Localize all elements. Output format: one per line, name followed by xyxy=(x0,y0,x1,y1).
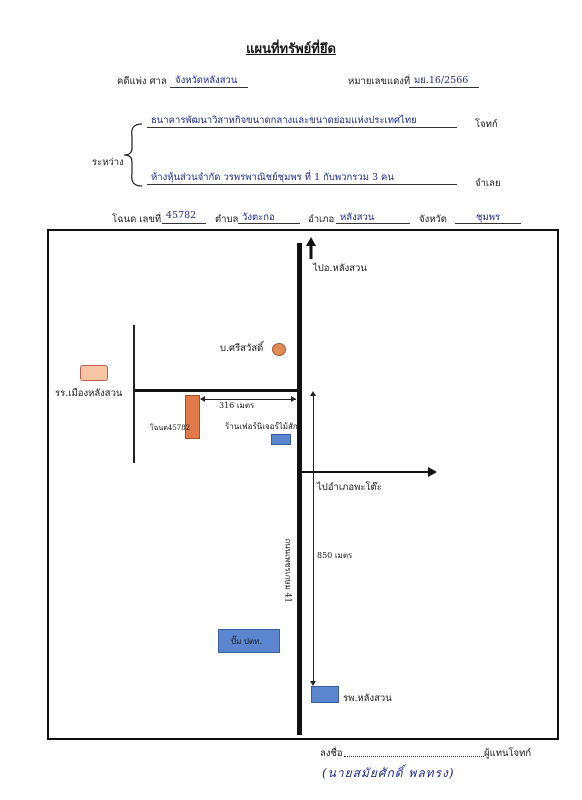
case-no: มย.16/2566 xyxy=(414,75,469,86)
province: ชุมพร xyxy=(476,212,501,223)
village-marker xyxy=(272,343,286,356)
distance-316-arrow-right xyxy=(291,396,296,402)
plaintiff-name: ธนาคารพัฒนาวิสาหกิจขนาดกลางและขนาดย่อมแห… xyxy=(151,115,417,126)
province-underline xyxy=(455,223,521,224)
court-name-underline xyxy=(170,87,248,88)
school-marker xyxy=(80,365,108,381)
deed-label: โฉนด เลขที่ xyxy=(112,214,162,225)
gas-station-marker xyxy=(218,629,280,653)
subdistrict-underline xyxy=(238,223,300,224)
district-underline xyxy=(336,223,410,224)
furniture-shop-marker xyxy=(271,434,291,445)
province-label: จังหวัด xyxy=(419,214,447,225)
village-label: บ.ศรีสวัสดิ์ xyxy=(220,343,264,354)
deed-no-underline xyxy=(162,223,206,224)
case-court-label: คดีแพ่ง ศาล xyxy=(117,76,167,87)
arrow-right-icon xyxy=(428,467,437,477)
hospital-marker xyxy=(311,686,339,703)
side-road-vertical xyxy=(133,325,135,463)
distance-316-arrow-left xyxy=(200,396,205,402)
road-name-label: ถนนเพชรเกษม 41 xyxy=(283,538,293,603)
distance-850-arrow-top xyxy=(310,391,316,396)
district-label: อำเภอ xyxy=(308,214,335,225)
to-pato-label: ไปอำเภอพะโต๊ะ xyxy=(317,482,382,493)
main-road xyxy=(297,243,302,735)
distance-850-line xyxy=(313,393,314,683)
court-name: จังหวัดหลังสวน xyxy=(175,75,238,86)
brace xyxy=(123,123,143,187)
side-road-horizontal xyxy=(134,389,298,392)
subdistrict-label: ตำบล xyxy=(215,214,239,225)
arrow-up-icon xyxy=(306,237,316,259)
plaintiff-underline xyxy=(147,127,457,128)
defendant-underline xyxy=(147,184,457,185)
to-post-office-label: ไปอ.หลังสวน xyxy=(313,263,367,274)
east-road xyxy=(302,471,430,473)
furniture-shop-label: ร้านเฟอร์นิเจอร์ไม้สัก xyxy=(225,422,298,431)
distance-850-label: 850 เมตร xyxy=(317,551,353,560)
page-title: แผนที่ทรัพย์ที่ยึด xyxy=(246,42,336,57)
plaintiff-role: โจทก์ xyxy=(475,119,498,130)
deed-no: 45782 xyxy=(166,210,197,221)
subdistrict: วังตะกอ xyxy=(242,212,275,223)
district: หลังสวน xyxy=(340,212,375,223)
distance-316-line xyxy=(201,399,296,400)
defendant-role: จำเลย xyxy=(475,178,501,189)
deed-marker-label: โฉนด45782 xyxy=(150,424,191,432)
case-no-underline xyxy=(409,87,479,88)
sign-role: ผู้แทนโจทก์ xyxy=(484,748,532,759)
between-label: ระหว่าง xyxy=(92,157,124,168)
hospital-label: รพ.หลังสวน xyxy=(343,693,392,704)
defendant-name: ห้างหุ้นส่วนจำกัด วรพรพาณิชย์ชุมพร ที่ 1… xyxy=(151,172,394,183)
signer-name: (นายสมัยศักดิ์ พลทรง) xyxy=(322,766,455,780)
distance-316-label: 316 เมตร xyxy=(219,401,255,410)
case-no-label: หมายเลขแดงที่ xyxy=(348,76,411,87)
map-frame: ไปอ.หลังสวน บ.ศรีสวัสดิ์ รร.เมืองหลังสวน… xyxy=(47,229,559,740)
gas-station-label: ปั๊ม ปตท. xyxy=(231,637,262,646)
school-label: รร.เมืองหลังสวน xyxy=(55,388,123,399)
sign-label: ลงชื่อ xyxy=(320,748,343,759)
distance-850-arrow-bottom xyxy=(310,681,316,686)
deed-plot-marker xyxy=(185,395,200,439)
sign-dotted-line xyxy=(344,756,484,757)
